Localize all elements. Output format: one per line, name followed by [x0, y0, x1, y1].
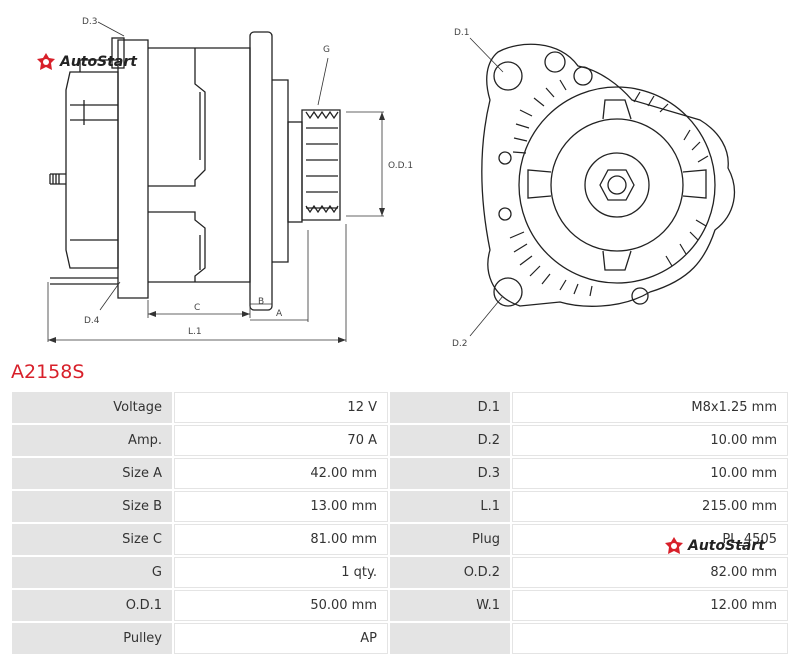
label-d2: D.2 — [452, 339, 468, 349]
spec-value: 12 V — [174, 392, 388, 423]
spec-value: AP — [174, 623, 388, 654]
spec-label: G — [12, 557, 172, 588]
spec-value: 215.00 mm — [512, 491, 788, 522]
spec-label — [390, 623, 510, 654]
alternator-technical-drawing: D.3 D.4 G O.D.1 A B C L.1 D.1 D.2 — [47, 17, 736, 349]
spec-label: O.D.1 — [12, 590, 172, 621]
spec-value: 10.00 mm — [512, 458, 788, 489]
spec-value: 50.00 mm — [174, 590, 388, 621]
spec-label: Voltage — [12, 392, 172, 423]
label-a: A — [276, 309, 283, 319]
part-number: A2158S — [11, 361, 85, 383]
brand-logo-text: AutoStart — [60, 54, 137, 70]
spec-label: Size C — [12, 524, 172, 555]
label-d4: D.4 — [84, 316, 100, 326]
label-g: G — [323, 45, 330, 55]
spec-label: Size A — [12, 458, 172, 489]
spec-label: O.D.2 — [390, 557, 510, 588]
spec-value: 82.00 mm — [512, 557, 788, 588]
brand-logo-top: AutoStart — [36, 52, 137, 72]
spec-value — [512, 623, 788, 654]
table-row: O.D.1 50.00 mm W.1 12.00 mm — [12, 590, 788, 621]
spec-table: Voltage 12 V D.1 M8x1.25 mm Amp. 70 A D.… — [10, 390, 790, 656]
spec-label: Amp. — [12, 425, 172, 456]
autostart-logo-icon — [665, 537, 683, 554]
spec-value: M8x1.25 mm — [512, 392, 788, 423]
spec-label: Size B — [12, 491, 172, 522]
spec-value: 13.00 mm — [174, 491, 388, 522]
autostart-logo-icon — [37, 53, 55, 70]
spec-label: D.1 — [390, 392, 510, 423]
label-c: C — [194, 303, 200, 313]
brand-logo-bottom: AutoStart — [664, 536, 765, 556]
spec-value: 70 A — [174, 425, 388, 456]
table-row: G 1 qty. O.D.2 82.00 mm — [12, 557, 788, 588]
label-l1: L.1 — [188, 327, 202, 337]
brand-logo-text: AutoStart — [688, 538, 765, 554]
spec-value: 42.00 mm — [174, 458, 388, 489]
spec-label: W.1 — [390, 590, 510, 621]
spec-value: 12.00 mm — [512, 590, 788, 621]
spec-label: Plug — [390, 524, 510, 555]
label-od1: O.D.1 — [388, 161, 413, 171]
label-b: B — [258, 297, 264, 307]
spec-label: Pulley — [12, 623, 172, 654]
spec-value: 81.00 mm — [174, 524, 388, 555]
table-row: Size B 13.00 mm L.1 215.00 mm — [12, 491, 788, 522]
label-d3: D.3 — [82, 17, 98, 27]
table-row: Size A 42.00 mm D.3 10.00 mm — [12, 458, 788, 489]
table-row: Size C 81.00 mm Plug PL_4505 — [12, 524, 788, 555]
spec-label: D.3 — [390, 458, 510, 489]
table-row: Amp. 70 A D.2 10.00 mm — [12, 425, 788, 456]
table-row: Pulley AP — [12, 623, 788, 654]
spec-label: D.2 — [390, 425, 510, 456]
spec-value: 1 qty. — [174, 557, 388, 588]
label-d1: D.1 — [454, 28, 470, 38]
spec-label: L.1 — [390, 491, 510, 522]
spec-value: 10.00 mm — [512, 425, 788, 456]
table-row: Voltage 12 V D.1 M8x1.25 mm — [12, 392, 788, 423]
spec-value: PL_4505 — [512, 524, 788, 555]
